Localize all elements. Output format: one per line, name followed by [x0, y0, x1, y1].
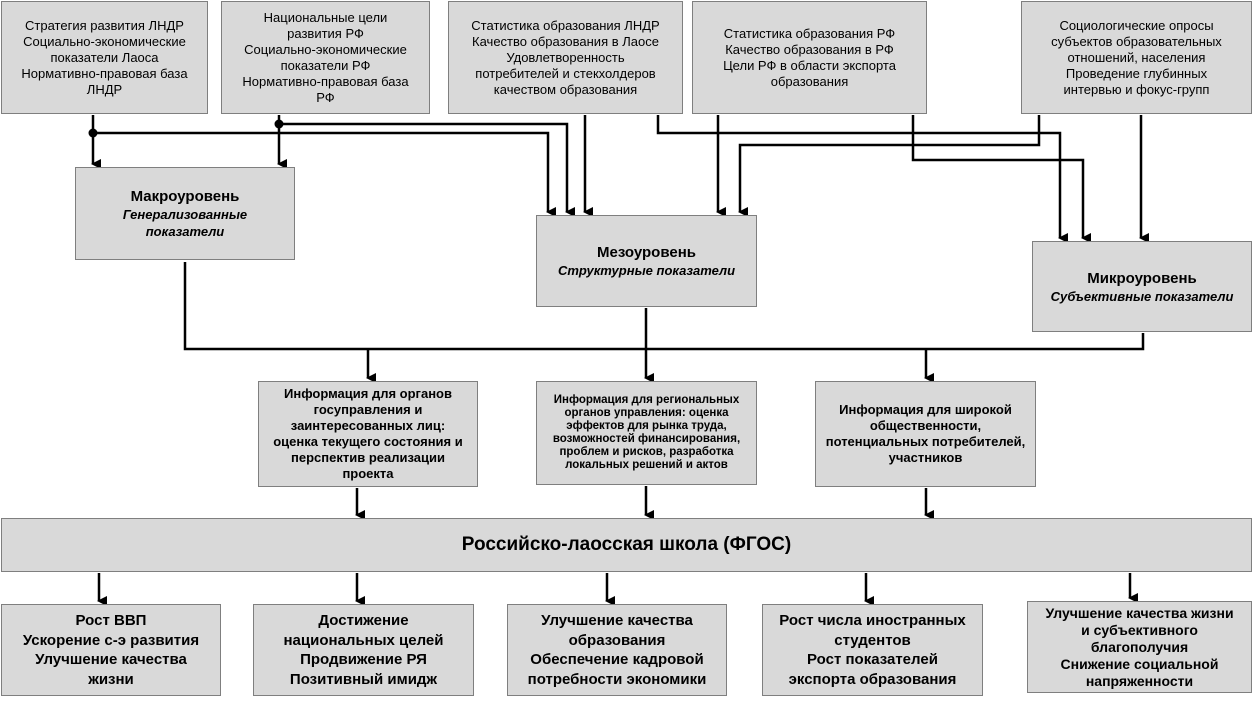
wire-src5-meso: [738, 115, 1041, 217]
wire-src2-meso: [279, 122, 575, 217]
macro-level: Макроуровень Генерализованные показатели: [75, 167, 295, 260]
junction-dot: [274, 119, 284, 129]
source-laos-strategy: Стратегия развития ЛНДР Социально-эконом…: [1, 1, 208, 114]
result-national-goals: Достижение национальных целей Продвижени…: [253, 604, 474, 696]
result-wellbeing: Улучшение качества жизни и субъективного…: [1027, 601, 1252, 693]
wire-src3-micro: [656, 115, 1068, 243]
wire-macro-bus: [183, 262, 1145, 351]
info-government: Информация для органов госуправления и з…: [258, 381, 478, 487]
source-rf-national-goals: Национальные цели развития РФ Социально-…: [221, 1, 430, 114]
micro-level: Микроуровень Субъективные показатели: [1032, 241, 1252, 332]
source-laos-education-stats: Статистика образования ЛНДР Качество обр…: [448, 1, 683, 114]
result-gdp-growth: Рост ВВП Ускорение с-э развития Улучшени…: [1, 604, 221, 696]
school-banner: Российско-лаосская школа (ФГОС): [1, 518, 1252, 572]
micro-level-title: Микроуровень: [1087, 269, 1197, 287]
meso-level-subtitle: Структурные показатели: [557, 263, 736, 278]
wire-src1-meso: [93, 131, 556, 217]
meso-level: Мезоуровень Структурные показатели: [536, 215, 757, 307]
macro-level-title: Макроуровень: [130, 188, 240, 205]
micro-level-subtitle: Субъективные показатели: [1050, 288, 1234, 304]
junction-dot: [88, 128, 98, 138]
info-regional: Информация для региональных органов упра…: [536, 381, 757, 485]
meso-level-title: Мезоуровень: [596, 244, 696, 261]
source-sociological-surveys: Социологические опросы субъектов образов…: [1021, 1, 1252, 114]
result-education-quality: Улучшение качества образования Обеспечен…: [507, 604, 727, 696]
wire-src4-micro: [911, 115, 1091, 243]
source-rf-education-stats: Статистика образования РФ Качество образ…: [692, 1, 927, 114]
result-foreign-students: Рост числа иностранных студентов Рост по…: [762, 604, 983, 696]
macro-level-subtitle: Генерализованные показатели: [122, 207, 248, 239]
info-public: Информация для широкой общественности, п…: [815, 381, 1036, 487]
